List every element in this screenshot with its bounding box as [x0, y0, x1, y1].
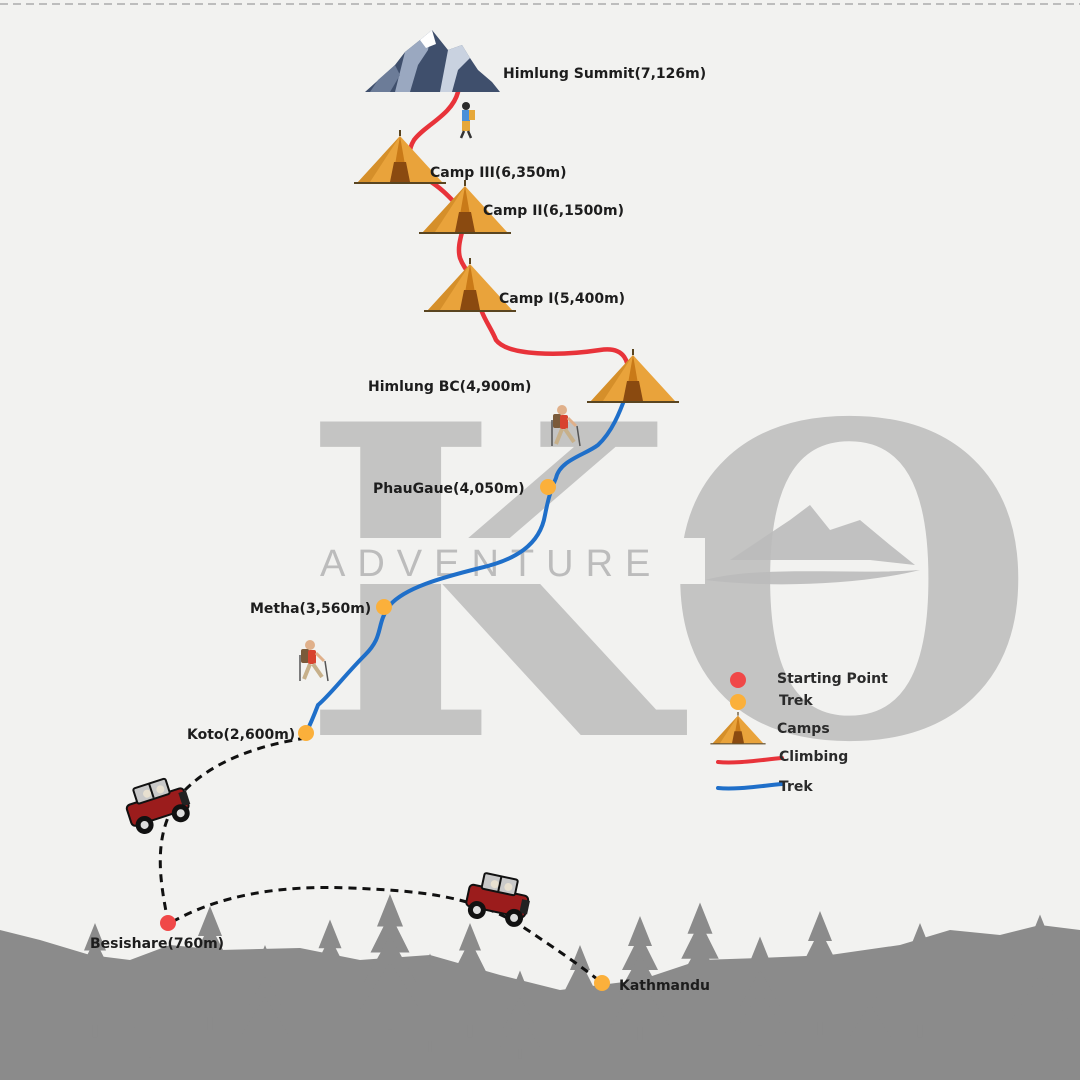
kathmandu-point: [594, 975, 610, 991]
drive-route-besishare-kathmandu: [171, 886, 603, 985]
camp1-label: Camp I(5,400m): [499, 291, 625, 307]
metha-label: Metha(3,560m): [250, 601, 371, 617]
legend-starting-point-label: Starting Point: [777, 671, 888, 687]
watermark-logo: KO ADVENTURE: [300, 332, 1037, 837]
watermark-word: ADVENTURE: [320, 543, 662, 585]
climber-icon: [459, 102, 475, 139]
forest-silhouette: [0, 894, 1080, 1080]
legend-trek-point-swatch: [730, 694, 746, 710]
phaugaue-label: PhauGaue(4,050m): [373, 481, 525, 497]
legend-climbing-label: Climbing: [779, 749, 848, 765]
legend-camps-label: Camps: [777, 721, 830, 737]
jeep-icon-upper: [120, 772, 196, 839]
legend-starting-point-swatch: [730, 672, 746, 688]
legend-climbing-swatch: [716, 756, 784, 765]
phaugaue-point: [540, 479, 556, 495]
koto-point: [298, 725, 314, 741]
watermark-mountain-icon: [705, 505, 920, 585]
drive-route-koto-besishare: [158, 736, 307, 923]
legend-trek-line-swatch: [716, 782, 784, 791]
mountain-peak-icon: [365, 30, 500, 92]
metha-point: [376, 599, 392, 615]
summit-label: Himlung Summit(7,126m): [503, 66, 706, 82]
camp3-label: Camp III(6,350m): [430, 165, 567, 181]
besishare-label: Besishare(760m): [90, 936, 224, 952]
koto-label: Koto(2,600m): [187, 727, 295, 743]
camp2-label: Camp II(6,1500m): [483, 203, 624, 219]
map-legend: Starting Point Trek Camps Climbing Trek: [709, 671, 888, 795]
besishare-start-point: [160, 915, 176, 931]
legend-trek-point-label: Trek: [779, 693, 813, 709]
trek-route: [304, 393, 628, 735]
kathmandu-label: Kathmandu: [619, 978, 710, 994]
base-camp-label: Himlung BC(4,900m): [368, 379, 531, 395]
legend-trek-line-label: Trek: [779, 779, 813, 795]
jeep-icon-lower: [462, 869, 535, 931]
